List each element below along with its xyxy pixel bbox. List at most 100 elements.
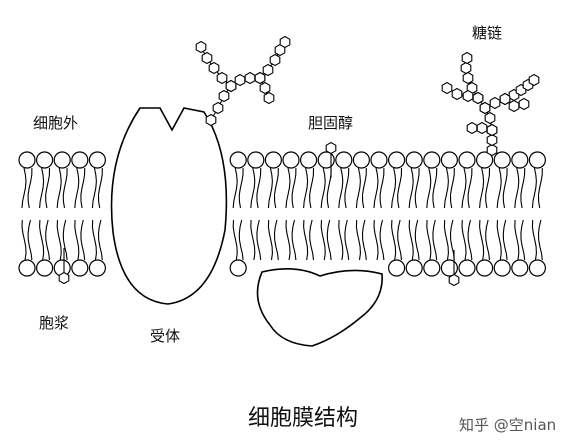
cholesterol-ring (448, 273, 460, 287)
lipid-tail (461, 219, 467, 261)
lipid-head (423, 259, 441, 277)
sugar-unit (263, 91, 275, 105)
lipid-tail (391, 167, 397, 209)
sugar-unit (269, 53, 281, 67)
sugar-unit (486, 133, 498, 147)
lipid-head (229, 151, 247, 169)
lipid-tail (355, 219, 361, 261)
sugar-unit (476, 121, 488, 135)
sugar-unit (489, 96, 501, 110)
lipid-tail (467, 167, 473, 209)
lipid-tail (21, 167, 27, 209)
lipid-head (440, 151, 458, 169)
lipid-tail (80, 219, 86, 261)
lipid-tail (97, 219, 103, 261)
lipid-tail (361, 219, 367, 261)
lipid-head (388, 151, 406, 169)
lipid-head (511, 151, 529, 169)
lipid-tail (56, 167, 62, 209)
sugar-unit (216, 71, 228, 85)
lipid-tail (56, 219, 62, 261)
lipid-head (476, 151, 494, 169)
lipid-tail (267, 219, 273, 261)
lipid-tail (326, 219, 332, 261)
lipid-tail (232, 219, 238, 261)
cholesterol-molecules (58, 141, 460, 287)
lipid-tail (291, 219, 297, 261)
lipid-tail (485, 167, 491, 209)
sugar-unit (461, 51, 473, 65)
peripheral-protein (256, 268, 383, 347)
lipid-head (229, 259, 247, 277)
lipid-head (88, 259, 107, 277)
lipid-tail (502, 219, 508, 261)
lipid-head (405, 259, 423, 277)
lipid-tail (514, 219, 520, 261)
cytoplasm-label: 胞浆 (39, 314, 70, 332)
sugar-unit (528, 73, 540, 87)
lipid-tail (232, 167, 238, 209)
lipid-tail (80, 167, 86, 209)
sugar-unit (234, 73, 246, 87)
lipid-tail (45, 219, 51, 261)
lipid-tail (414, 219, 420, 261)
sugar-unit (486, 143, 498, 157)
lipid-head (405, 151, 423, 169)
lipid-tail (62, 167, 68, 209)
lipid-tail (273, 219, 279, 261)
lipid-tail (39, 219, 45, 261)
lipid-tail (514, 167, 520, 209)
sugar-unit (254, 71, 266, 85)
lipid-tail (361, 167, 367, 209)
lipid-head (35, 151, 54, 169)
sugar-unit (466, 121, 478, 135)
sugar-unit (451, 87, 463, 101)
lipid-tail (449, 167, 455, 209)
lipid-head (458, 151, 476, 169)
sugar-unit (262, 63, 274, 77)
lipid-head (300, 151, 318, 169)
sugar-unit (462, 89, 474, 103)
lipid-tail (285, 167, 291, 209)
lipid-head (511, 259, 529, 277)
lipid-tail (479, 219, 485, 261)
lipid-tail (373, 167, 379, 209)
lipid-head (388, 259, 406, 277)
lipid-tail (432, 167, 438, 209)
lipid-tail (45, 167, 51, 209)
lipid-tail (443, 219, 449, 261)
lipid-head (317, 151, 335, 169)
lipid-tail (537, 167, 543, 209)
lipid-tail (414, 167, 420, 209)
sugar-chains (195, 35, 540, 157)
lipid-tail (391, 219, 397, 261)
lipid-head (35, 259, 54, 277)
lipid-tail (21, 219, 27, 261)
lipid-tail (250, 219, 256, 261)
lipid-head (53, 151, 71, 169)
lipid-head (458, 259, 476, 277)
cholesterol-ring (58, 271, 70, 285)
lipid-tail (344, 167, 350, 209)
lipid-tail (27, 219, 33, 261)
phospholipid-bilayer (18, 151, 547, 277)
lipid-head (423, 151, 441, 169)
lipid-tail (309, 219, 315, 261)
lipid-head (18, 259, 36, 277)
lipid-tail (320, 167, 326, 209)
lipid-head (528, 259, 547, 277)
sugar-unit (259, 81, 271, 95)
lipid-tail (531, 219, 537, 261)
lipid-tail (537, 219, 543, 261)
sugar-unit (279, 35, 291, 49)
cholesterol-ring (325, 141, 337, 155)
sugar-unit (225, 79, 237, 93)
lipid-head (264, 151, 282, 169)
lipid-tail (303, 219, 309, 261)
lipid-head (18, 151, 36, 169)
lipid-tail (408, 167, 414, 209)
receptor-label: 受体 (150, 327, 181, 345)
lipid-head (247, 151, 265, 169)
